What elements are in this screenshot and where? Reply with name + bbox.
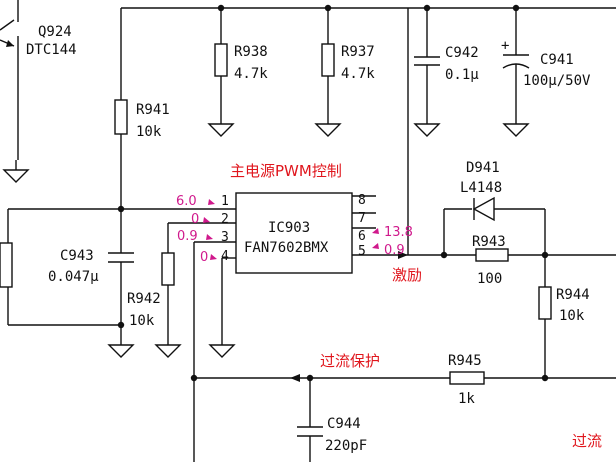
annotation-pwm-control: 主电源PWM控制 (230, 162, 342, 180)
resistor-r942: R942 10k (127, 222, 236, 358)
ground-symbol (502, 123, 530, 137)
voltage-pin4: 0 (200, 250, 208, 265)
c944-ref: C944 (327, 416, 361, 432)
resistor-r945: R945 1k (194, 353, 616, 407)
r942-ref: R942 (127, 291, 161, 307)
r943-ref: R943 (472, 234, 506, 250)
ic-pin-8: 8 (358, 193, 366, 208)
resistor-r943: R943 100 (444, 234, 545, 287)
ground-symbol (314, 123, 342, 137)
r937-ref: R937 (341, 44, 375, 60)
ground-symbol (208, 344, 236, 358)
voltage-pin2: 0 (191, 212, 199, 227)
capacitor-c942: C942 0.1μ (413, 8, 479, 137)
ic-pin-7: 7 (358, 211, 366, 226)
ic-pin-6: 6 (358, 229, 366, 244)
resistor-r941: R941 10k (114, 8, 170, 253)
r938-ref: R938 (234, 44, 268, 60)
annotation-excitation: 激励 (392, 266, 422, 284)
r937-value: 4.7k (341, 66, 375, 82)
c944-value: 220pF (325, 438, 367, 454)
d941-part: L4148 (460, 180, 502, 196)
ic-fan7602bmx: IC903 FAN7602BMX 1 2 3 4 5 6 7 8 (221, 192, 366, 274)
resistor-r938: R938 4.7k (207, 8, 268, 137)
r945-ref: R945 (448, 353, 482, 369)
c941-value: 100μ/50V (523, 73, 591, 89)
ic-part: FAN7602BMX (244, 240, 329, 256)
capacitor-c944: C944 220pF (297, 378, 367, 462)
capacitor-c943: C943 0.047μ (48, 248, 135, 358)
r943-value: 100 (477, 271, 502, 287)
r942-value: 10k (129, 313, 155, 329)
c943-value: 0.047μ (48, 269, 99, 285)
ground-symbol (107, 344, 135, 358)
r944-ref: R944 (556, 287, 590, 303)
ic-pin-3: 3 (221, 230, 229, 245)
r944-value: 10k (559, 308, 585, 324)
r938-value: 4.7k (234, 66, 268, 82)
voltage-pin3: 0.9 (177, 229, 198, 244)
d941-ref: D941 (466, 160, 500, 176)
c942-value: 0.1μ (445, 67, 479, 83)
r941-ref: R941 (136, 102, 170, 118)
annotation-overcurrent-partial: 过流 (572, 432, 602, 450)
voltage-pin5: 0.9 (384, 243, 405, 258)
c941-polarity: + (501, 38, 509, 54)
resistor-r944: R944 10k (538, 254, 616, 378)
transistor-q924: Q924 DTC144 (0, 0, 77, 183)
r945-value: 1k (458, 391, 475, 407)
capacitor-c941: + C941 100μ/50V (501, 8, 591, 137)
ground-symbol (2, 169, 30, 183)
resistor-r937: R937 4.7k (314, 8, 375, 137)
ic-ref: IC903 (268, 220, 310, 236)
c942-ref: C942 (445, 45, 479, 61)
c941-ref: C941 (540, 52, 574, 68)
q924-ref: Q924 (38, 24, 72, 40)
voltage-labels: 6.0 0 0.9 0 0.9 13.8 (176, 194, 413, 265)
ic-pin-2: 2 (221, 212, 229, 227)
diode-d941: D941 L4148 (443, 160, 546, 255)
ic-pin-4: 4 (221, 249, 229, 264)
ic-pin-1: 1 (221, 194, 229, 209)
voltage-pin6: 13.8 (384, 225, 413, 240)
annotation-overcurrent-protection: 过流保护 (320, 352, 380, 370)
c943-ref: C943 (60, 248, 94, 264)
q924-part: DTC144 (26, 42, 77, 58)
ground-symbol (413, 123, 441, 137)
ground-symbol (154, 344, 182, 358)
ground-symbol (207, 123, 235, 137)
junction-dots (117, 4, 549, 382)
ic-pin-5: 5 (358, 244, 366, 259)
voltage-pin1: 6.0 (176, 194, 197, 209)
r941-value: 10k (136, 124, 162, 140)
